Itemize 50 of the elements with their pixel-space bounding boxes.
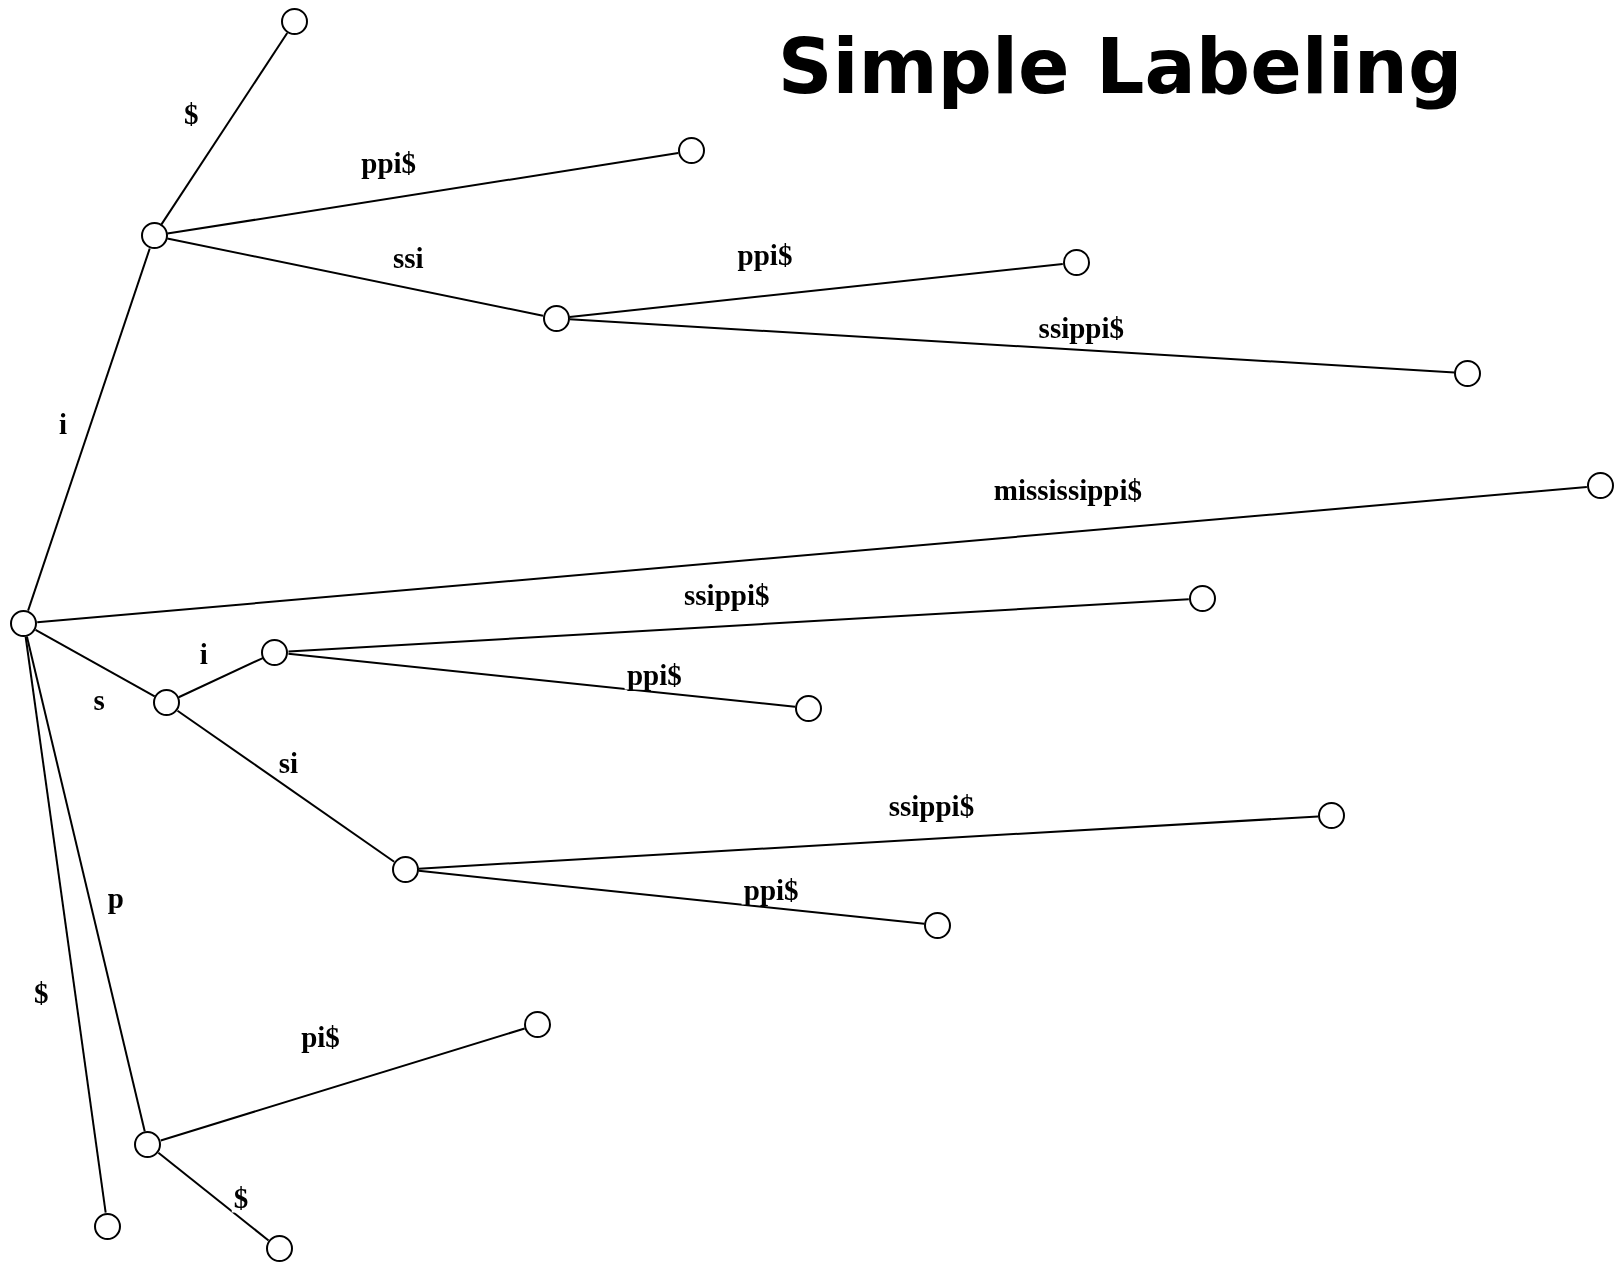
edge-label: pi$ xyxy=(299,1022,342,1052)
tree-node-circle xyxy=(1188,585,1216,613)
tree-node-circle xyxy=(924,911,952,939)
tree-node-circle xyxy=(391,855,419,883)
edge-line xyxy=(166,237,544,317)
edge-label: $ xyxy=(32,978,51,1008)
edge-line xyxy=(287,598,1190,653)
tree-node-circle xyxy=(281,8,309,36)
tree-node-circle xyxy=(1062,249,1090,277)
edge-line xyxy=(166,152,680,235)
edge-line xyxy=(417,869,926,925)
tree-node-circle xyxy=(10,609,38,637)
edge-label: $ xyxy=(231,1183,251,1213)
tree-node-circle xyxy=(794,694,822,722)
tree-node-circle xyxy=(542,304,570,332)
edge-line xyxy=(34,628,156,698)
tree-node-circle xyxy=(152,689,180,717)
edge-label: ssippi$ xyxy=(682,580,772,610)
tree-node-circle xyxy=(134,1130,162,1158)
edge-line xyxy=(568,263,1064,318)
edge-label: ppi$ xyxy=(359,148,419,178)
diagram-title: Simple Labeling xyxy=(776,22,1464,111)
tree-node-circle xyxy=(678,137,706,165)
edge-line xyxy=(159,1027,526,1142)
edge-line xyxy=(417,815,1320,870)
tree-node-circle xyxy=(265,1235,293,1263)
edge-line xyxy=(25,635,146,1133)
edge-label: ppi$ xyxy=(735,240,795,270)
edge-line xyxy=(177,657,264,699)
edge-label: mississippi$ xyxy=(991,475,1145,505)
tree-node-circle xyxy=(94,1212,121,1240)
tree-node-circle xyxy=(1454,359,1482,387)
edge-line xyxy=(568,318,1456,374)
edge-line xyxy=(27,247,151,612)
tree-node-circle xyxy=(261,638,289,666)
edge-label: ppi$ xyxy=(625,660,684,690)
edge-line xyxy=(176,709,396,863)
edge-line xyxy=(287,652,796,708)
tree-node-circle xyxy=(140,222,168,250)
tree-node-circle xyxy=(524,1011,552,1038)
edge-line xyxy=(24,635,107,1214)
edge-line xyxy=(157,1151,270,1242)
edge-line xyxy=(160,32,289,226)
tree-node-circle xyxy=(1318,802,1346,830)
edge-label: $ xyxy=(182,99,201,129)
edge-line xyxy=(36,486,1588,624)
tree-node-circle xyxy=(1586,472,1614,500)
edge-label: ssippi$ xyxy=(1036,313,1127,343)
edge-label: ppi$ xyxy=(741,875,801,905)
edge-label: ssippi$ xyxy=(886,791,977,821)
